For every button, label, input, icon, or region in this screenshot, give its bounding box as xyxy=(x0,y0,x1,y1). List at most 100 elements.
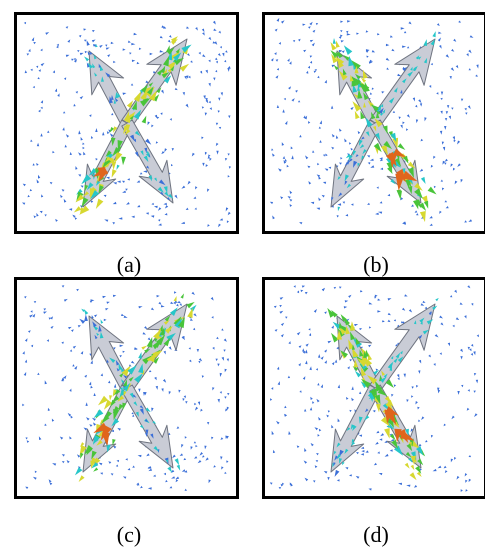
field-vector xyxy=(315,23,319,26)
current-vector xyxy=(352,347,359,358)
current-vector xyxy=(143,155,149,163)
field-vector xyxy=(108,129,111,133)
current-vector xyxy=(111,161,117,170)
field-vector xyxy=(320,356,324,360)
current-vector xyxy=(119,372,124,378)
current-vector xyxy=(132,100,137,110)
field-vector xyxy=(403,31,407,34)
field-vector xyxy=(418,99,422,104)
field-vector xyxy=(76,288,79,292)
current-vector xyxy=(406,443,413,452)
field-vector xyxy=(127,40,131,43)
field-vector xyxy=(331,325,334,329)
field-vector xyxy=(91,30,95,33)
field-vector xyxy=(279,297,284,300)
field-vector xyxy=(80,136,83,141)
field-vector xyxy=(304,115,308,120)
field-vector xyxy=(218,126,222,130)
current-vector xyxy=(371,111,376,120)
field-vector xyxy=(465,489,468,492)
peak-current-vector xyxy=(92,166,109,177)
current-vector xyxy=(178,317,185,329)
current-vector xyxy=(344,448,349,454)
field-vector xyxy=(384,453,389,457)
field-vector xyxy=(452,167,456,171)
field-vector xyxy=(80,351,84,355)
field-vector xyxy=(66,460,70,464)
field-vector xyxy=(206,422,210,425)
field-vector xyxy=(182,336,185,341)
current-vector xyxy=(353,160,358,168)
field-vector xyxy=(138,47,142,50)
field-vector xyxy=(47,130,50,133)
current-vector xyxy=(79,318,86,324)
field-vector xyxy=(373,462,377,466)
field-vector xyxy=(343,306,348,309)
current-vector xyxy=(102,157,111,169)
field-vector xyxy=(200,408,203,412)
current-vector xyxy=(352,425,357,431)
current-vector xyxy=(181,44,192,53)
field-vector xyxy=(349,409,352,413)
field-vector xyxy=(289,61,292,65)
current-vector xyxy=(380,376,387,383)
field-vector xyxy=(122,350,125,353)
field-vector xyxy=(456,475,460,480)
field-vector xyxy=(226,220,229,224)
current-vector xyxy=(357,162,360,167)
current-vector xyxy=(173,296,177,302)
current-vector xyxy=(405,428,409,436)
field-vector xyxy=(106,131,110,135)
current-vector xyxy=(83,191,89,197)
field-vector xyxy=(298,38,301,42)
current-vector xyxy=(133,109,142,120)
current-vector xyxy=(405,179,411,189)
field-vector xyxy=(433,155,436,159)
field-vector xyxy=(318,197,321,201)
current-vector xyxy=(365,131,370,137)
field-vector xyxy=(359,289,363,293)
field-vector xyxy=(429,216,433,219)
field-vector xyxy=(225,50,228,53)
field-vector xyxy=(467,285,471,289)
current-vector xyxy=(150,433,154,439)
field-vector xyxy=(215,70,218,73)
field-vector xyxy=(223,338,227,342)
current-vector xyxy=(351,76,361,86)
field-vector xyxy=(227,153,230,156)
current-vector xyxy=(170,307,178,316)
current-vector xyxy=(141,345,148,350)
field-vector xyxy=(325,153,328,157)
field-vector xyxy=(436,23,440,26)
current-vector xyxy=(404,462,410,469)
field-vector xyxy=(331,361,335,366)
field-vector xyxy=(288,431,291,435)
field-vector xyxy=(32,476,37,480)
current-vector xyxy=(154,177,158,182)
field-vector xyxy=(153,205,158,209)
field-vector xyxy=(201,136,204,140)
field-vector xyxy=(57,93,60,97)
current-vector xyxy=(105,411,112,420)
field-vector xyxy=(138,388,141,393)
panel-d-surface-current xyxy=(262,277,485,499)
field-vector xyxy=(397,377,400,381)
field-vector xyxy=(147,121,150,126)
field-vector xyxy=(296,290,300,294)
current-vector xyxy=(148,82,154,87)
field-vector xyxy=(46,339,49,342)
current-vector xyxy=(152,356,160,364)
current-vector xyxy=(130,134,135,142)
field-vector xyxy=(219,218,223,221)
field-vector xyxy=(198,358,203,362)
current-vector xyxy=(415,465,422,474)
field-vector xyxy=(82,142,85,145)
field-vector xyxy=(271,387,274,390)
field-vector xyxy=(451,107,454,110)
current-vector xyxy=(397,143,406,150)
current-vector xyxy=(407,161,416,169)
field-vector xyxy=(158,223,162,226)
field-vector xyxy=(153,474,156,477)
field-vector xyxy=(204,151,208,155)
current-vector xyxy=(111,169,117,178)
